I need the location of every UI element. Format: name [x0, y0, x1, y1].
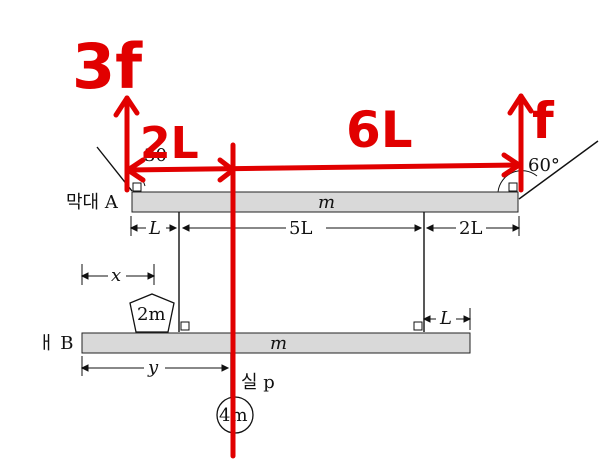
rod-a — [131, 191, 519, 213]
rod-a-corner-mark-right — [508, 182, 518, 192]
rod-b — [81, 332, 471, 354]
dim-label-L-left: L — [148, 218, 161, 239]
rod-a-name: 막대 A — [66, 192, 119, 213]
red-span-arrow-left-head — [125, 157, 146, 183]
red-span-arrow-mid-head — [217, 157, 236, 183]
red-span-arrow-right-head — [501, 152, 522, 178]
right-angle-label: 60° — [528, 155, 560, 176]
red-annotations — [113, 93, 534, 459]
y-dimension — [80, 356, 230, 376]
x-dimension — [80, 264, 156, 285]
right-support-string — [518, 140, 599, 200]
red-force-left: 3f — [72, 30, 143, 103]
red-left-up-arrow-head — [113, 95, 140, 118]
block-2m-label: 2m — [137, 304, 166, 325]
right-angle-arc — [497, 170, 538, 193]
red-length-right: 6L — [346, 101, 413, 159]
dim-label-2L: 2L — [459, 218, 482, 239]
red-right-up-arrow-head — [507, 93, 534, 116]
right-L-label: L — [439, 308, 452, 329]
rod-a-corner-mark-left — [132, 182, 142, 192]
rod-a-mass-label: m — [318, 192, 335, 213]
y-label: y — [147, 357, 159, 378]
red-span-arrow — [125, 162, 522, 173]
rod-b-corner-mark-left — [180, 321, 190, 331]
rod-b-name: ㅐ B — [38, 333, 74, 354]
rod-b-mass-label: m — [270, 333, 287, 354]
red-length-left: 2L — [140, 118, 199, 169]
x-label: x — [111, 265, 121, 286]
rod-b-corner-mark-right — [413, 321, 423, 331]
red-force-right: f — [532, 92, 555, 150]
string-p-label: 실 p — [241, 372, 275, 393]
block-2m — [129, 293, 175, 333]
dim-label-5L: 5L — [289, 218, 312, 239]
right-L-dimension — [422, 308, 472, 330]
left-angle-label: 30 — [144, 145, 167, 166]
